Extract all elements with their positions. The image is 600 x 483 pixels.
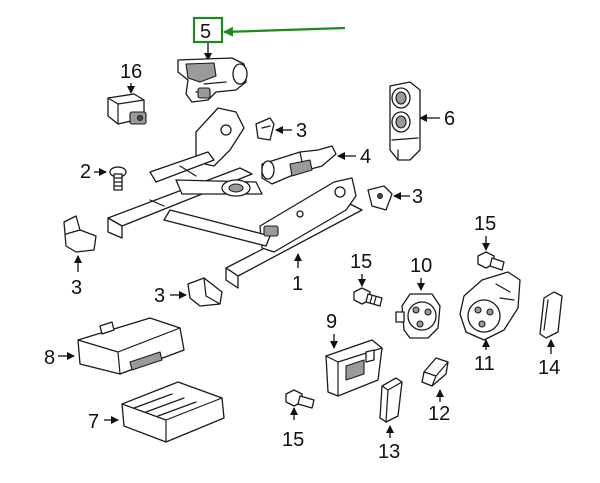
part-7-cover: [121, 381, 225, 443]
callout-3b: 3: [412, 186, 423, 208]
part-6-group: 6: [389, 81, 455, 161]
part-3d-group: 3: [154, 277, 223, 307]
part-11-gearbox: [459, 271, 521, 341]
part-7-group: 7: [88, 381, 225, 443]
part-11-group: 11: [459, 271, 521, 375]
part-12-group: 12: [421, 357, 450, 425]
part-3c-bracket: [63, 215, 97, 253]
part-8-module: [77, 317, 185, 375]
part-2-group: 2: [80, 161, 127, 191]
part-6-motor: [389, 81, 421, 161]
part-1-seat-frame: [107, 107, 363, 289]
part-15c-group: 15: [282, 389, 315, 451]
part-1-group: 1: [107, 107, 363, 295]
part-3b-clip: [367, 185, 393, 211]
part-3c-group: 3: [63, 215, 97, 299]
callout-12: 12: [428, 403, 450, 425]
part-3b-group: 3: [367, 185, 423, 211]
part-15b-bolt: [477, 251, 505, 271]
part-9-group: 9: [325, 311, 383, 397]
part-13-knob: [379, 377, 403, 423]
callout-7: 7: [88, 411, 99, 433]
part-16-sensor: [107, 93, 147, 125]
callout-15a: 15: [350, 251, 372, 273]
part-2-bolt: [109, 166, 127, 191]
callout-8: 8: [44, 347, 55, 369]
part-15b-group: 15: [474, 213, 505, 271]
callout-15c: 15: [282, 429, 304, 451]
callout-4: 4: [360, 146, 371, 168]
part-15c-bolt: [285, 389, 315, 409]
callout-6: 6: [444, 108, 455, 130]
part-9-switch: [325, 339, 383, 397]
callout-14: 14: [538, 357, 560, 379]
part-15a-bolt: [353, 287, 383, 307]
part-10-group: 10: [395, 255, 441, 339]
callout-3d: 3: [154, 285, 165, 307]
part-5-motor: [177, 57, 248, 103]
part-4-group: 4: [261, 145, 371, 185]
part-3d-bracket: [187, 277, 223, 307]
part-8-group: 8: [44, 317, 185, 375]
callout-3a: 3: [296, 120, 307, 142]
part-4-motor: [261, 145, 337, 185]
highlight-arrow: [223, 26, 346, 37]
callout-1: 1: [292, 273, 303, 295]
part-10-gear: [395, 293, 441, 339]
callout-2: 2: [80, 161, 91, 183]
callout-3c: 3: [71, 277, 82, 299]
part-16-group: 16: [107, 61, 147, 125]
callout-11: 11: [474, 353, 495, 375]
callout-13: 13: [378, 441, 400, 463]
part-12-knob: [421, 357, 449, 387]
part-14-cover: [539, 291, 563, 339]
part-3a-clip: [255, 117, 275, 141]
part-15a-group: 15: [350, 251, 383, 307]
callout-5: 5: [200, 21, 211, 43]
part-5-group: 5: [177, 16, 346, 103]
callout-10: 10: [410, 255, 432, 277]
part-14-group: 14: [538, 291, 563, 379]
highlight-box: [192, 16, 224, 44]
callout-15b: 15: [474, 213, 496, 235]
callout-16: 16: [120, 61, 142, 83]
part-3a-group: 3: [255, 117, 307, 142]
callout-9: 9: [326, 311, 337, 333]
part-13-group: 13: [378, 377, 403, 463]
